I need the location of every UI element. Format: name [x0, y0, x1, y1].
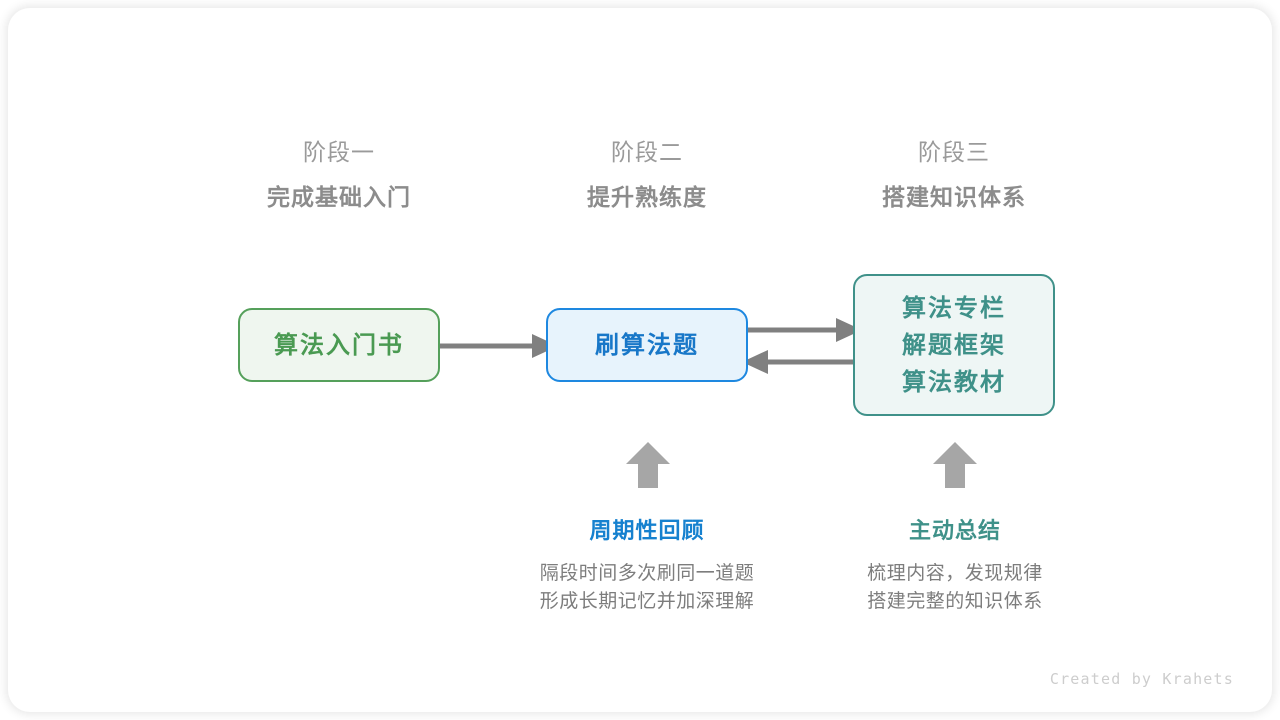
annotation-desc: 梳理内容，发现规律 搭建完整的知识体系: [795, 560, 1115, 616]
node-practice-problems[interactable]: 刷算法题: [546, 308, 748, 382]
stage-title: 搭建知识体系: [882, 184, 1026, 210]
stage-label: 阶段三: [918, 139, 990, 165]
annotation-desc-line: 搭建完整的知识体系: [867, 591, 1043, 612]
annotation-periodic-review: 周期性回顾 隔段时间多次刷同一道题 形成长期记忆并加深理解: [487, 516, 807, 616]
stage-label: 阶段一: [303, 139, 375, 165]
node-knowledge-system[interactable]: 算法专栏 解题框架 算法教材: [853, 274, 1055, 416]
stage-header-1: 阶段一 完成基础入门: [209, 136, 469, 214]
stage-title: 完成基础入门: [267, 184, 411, 210]
annotation-title: 主动总结: [908, 518, 1001, 543]
node-line: 算法教材: [902, 368, 1006, 396]
footer-credit: Created by Krahets: [1049, 670, 1234, 688]
annotation-active-summary: 主动总结 梳理内容，发现规律 搭建完整的知识体系: [795, 516, 1115, 616]
annotation-desc-line: 梳理内容，发现规律: [867, 563, 1043, 584]
node-line: 算法专栏: [902, 294, 1006, 322]
node-line: 刷算法题: [595, 331, 699, 359]
stage-label: 阶段二: [611, 139, 683, 165]
annotation-desc-line: 形成长期记忆并加深理解: [539, 591, 755, 612]
node-line: 解题框架: [902, 331, 1006, 359]
diagram-canvas: 阶段一 完成基础入门 阶段二 提升熟练度 阶段三 搭建知识体系 算法入门书 刷算…: [8, 8, 1272, 712]
connector-system-to-practice: [742, 350, 864, 374]
connector-book-to-practice: [432, 334, 558, 358]
connector-practice-to-system: [740, 318, 862, 342]
stage-title: 提升熟练度: [587, 184, 707, 210]
node-line: 算法入门书: [274, 331, 404, 359]
stage-header-3: 阶段三 搭建知识体系: [824, 136, 1084, 214]
annotation-desc-line: 隔段时间多次刷同一道题: [539, 563, 755, 584]
arrow-up-summary-icon: [933, 442, 977, 488]
arrow-up-review-icon: [626, 442, 670, 488]
node-algorithm-intro-book[interactable]: 算法入门书: [238, 308, 440, 382]
annotation-desc: 隔段时间多次刷同一道题 形成长期记忆并加深理解: [487, 560, 807, 616]
stage-header-2: 阶段二 提升熟练度: [517, 136, 777, 214]
annotation-title: 周期性回顾: [589, 518, 705, 543]
